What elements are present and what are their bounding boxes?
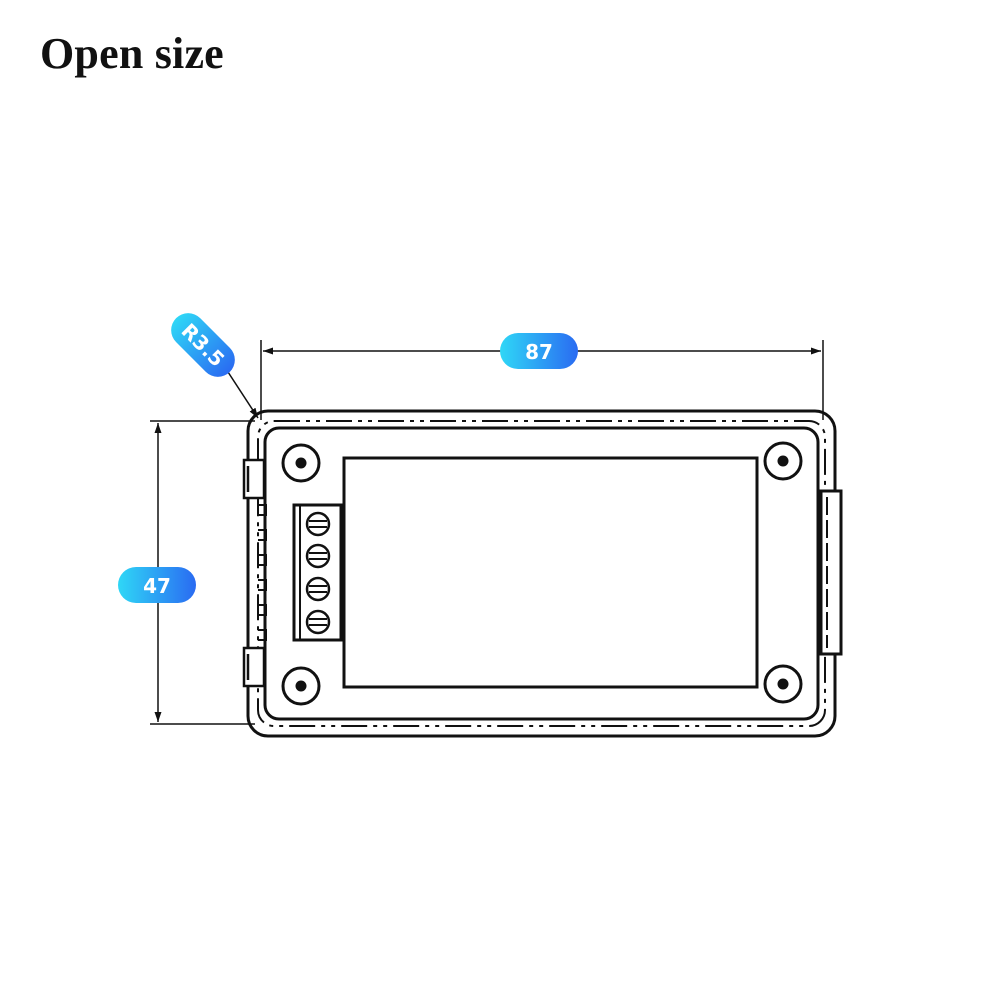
screw-bottom-left <box>281 666 321 706</box>
terminal-screw-2 <box>305 543 331 569</box>
width-label: 87 <box>525 340 553 364</box>
left-clip-bottom <box>242 646 266 688</box>
terminal-screw-4 <box>305 609 331 635</box>
right-side-tab <box>819 489 843 656</box>
left-edge-teeth <box>258 504 267 641</box>
radius-leader <box>227 371 259 419</box>
radius-badge: R3.5 <box>171 313 235 377</box>
terminal-screw-3 <box>305 576 331 602</box>
width-badge: 87 <box>500 333 578 369</box>
screw-top-left <box>281 443 321 483</box>
height-badge: 47 <box>118 567 196 603</box>
terminal-block <box>292 503 343 642</box>
screw-bottom-right <box>763 664 803 704</box>
screw-top-right <box>763 441 803 481</box>
height-label: 47 <box>143 574 171 598</box>
page-title: Open size <box>40 29 224 78</box>
left-clip-top <box>242 458 266 500</box>
display-window <box>342 456 759 689</box>
terminal-screw-1 <box>305 511 331 537</box>
